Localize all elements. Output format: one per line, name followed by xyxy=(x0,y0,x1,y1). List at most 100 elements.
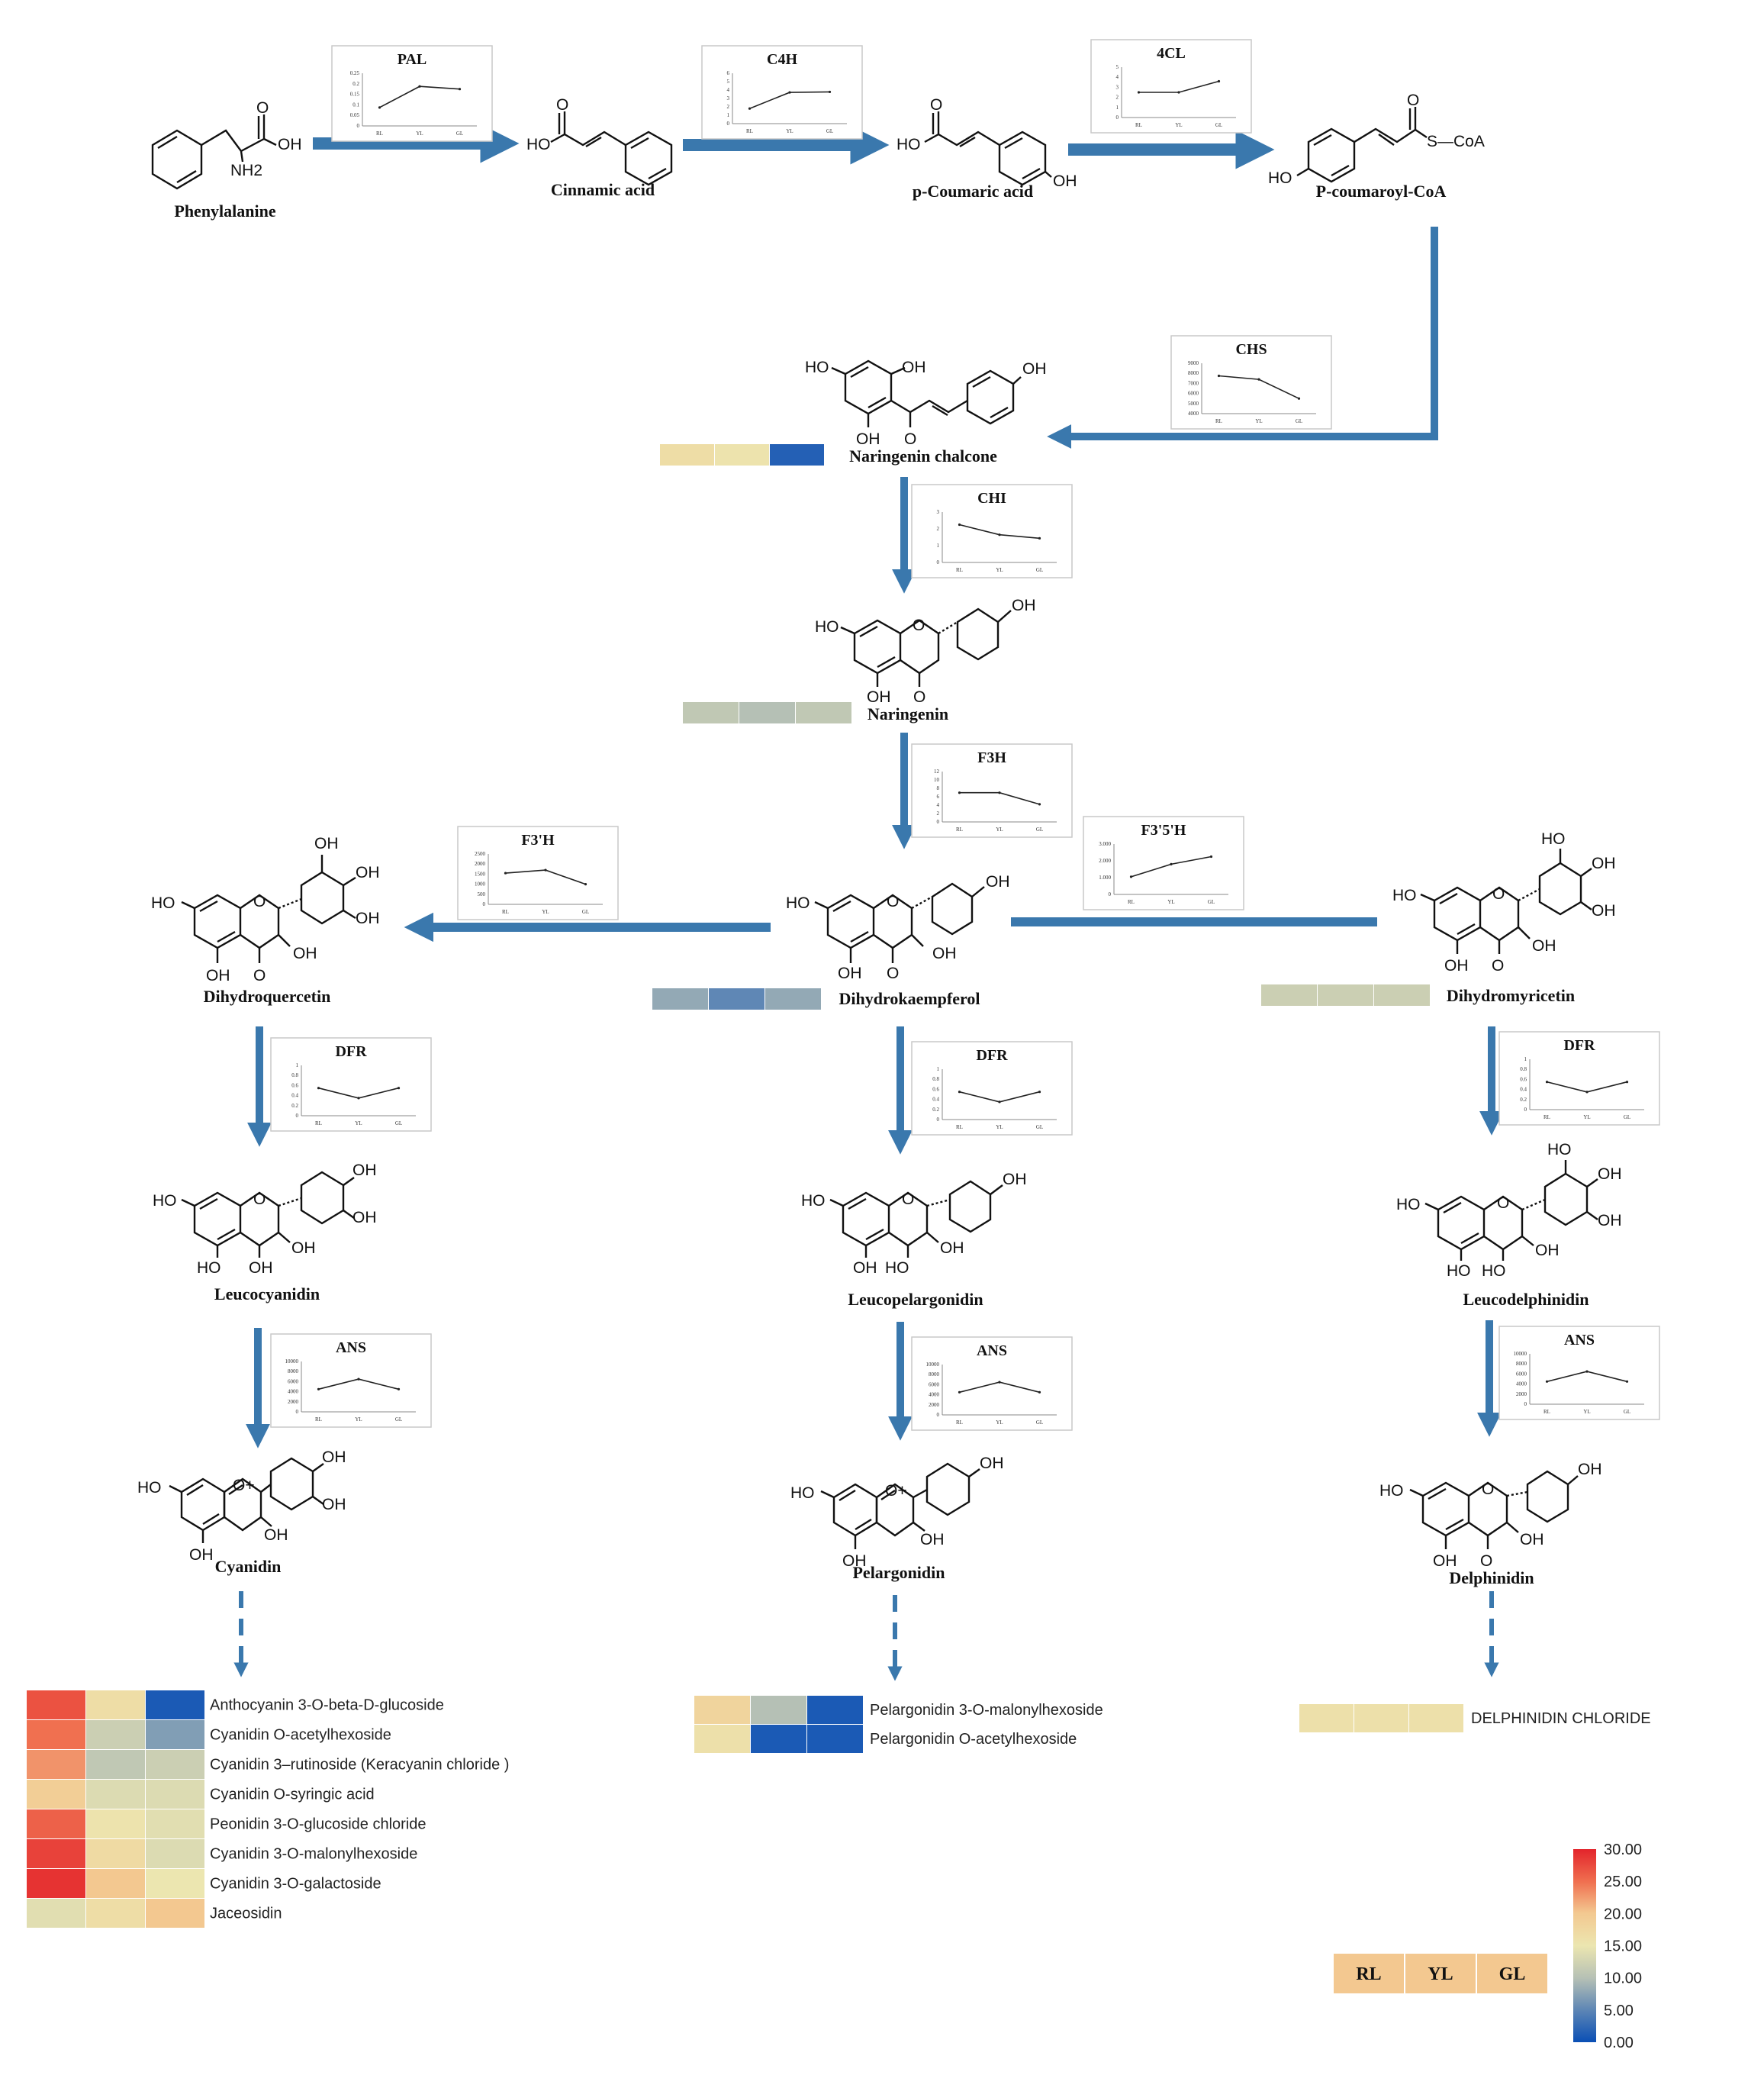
y-tick-label: 2000 xyxy=(475,861,486,867)
y-tick-label: 2000 xyxy=(1516,1391,1527,1397)
atom-oh: OH xyxy=(278,136,302,153)
metabolite-label: Pelargonidin 3-O-malonylhexoside xyxy=(870,1702,1103,1719)
atom-o: O xyxy=(913,688,925,706)
heatmap-row: Cyanidin 3-O-galactoside xyxy=(27,1869,381,1898)
y-tick-label: 500 xyxy=(478,891,486,897)
metabolite-heatmaps: Anthocyanin 3-O-beta-D-glucosideCyanidin… xyxy=(27,1690,1651,1928)
x-tick-label: YL xyxy=(786,128,793,134)
x-tick-label: YL xyxy=(996,567,1003,573)
y-tick-label: 0 xyxy=(727,121,730,127)
atom-ho: HO xyxy=(815,618,839,636)
atom-oh: OH xyxy=(1535,1242,1560,1259)
heat-cell xyxy=(27,1720,85,1749)
sample-legend-label: RL xyxy=(1356,1964,1381,1984)
trend-point xyxy=(317,1087,320,1090)
heat-cell xyxy=(765,988,821,1010)
x-tick-label: GL xyxy=(1208,899,1215,905)
atom-o: O xyxy=(256,99,269,117)
x-tick-label: RL xyxy=(315,1416,322,1423)
heat-cell xyxy=(694,1696,750,1724)
y-tick-label: 1.000 xyxy=(1099,875,1111,881)
x-tick-label: GL xyxy=(1036,826,1043,833)
y-tick-label: 1 xyxy=(296,1062,299,1068)
atom-oh: OH xyxy=(322,1496,346,1513)
heat-cell xyxy=(1374,984,1430,1006)
y-tick-label: 12 xyxy=(934,768,940,775)
label-naringenin-chalcone: Naringenin chalcone xyxy=(849,446,997,466)
enzyme-name: PAL xyxy=(398,51,427,68)
heatmap-row: Anthocyanin 3-O-beta-D-glucoside xyxy=(27,1690,444,1719)
y-tick-label: 8000 xyxy=(1188,370,1199,376)
y-tick-label: 1 xyxy=(1116,105,1119,111)
y-tick-label: 10000 xyxy=(285,1358,299,1365)
trend-point xyxy=(1545,1380,1549,1383)
heat-cell xyxy=(1299,1704,1354,1732)
legend-tick-label: 10.00 xyxy=(1604,1970,1642,1987)
atom-o: O xyxy=(904,430,916,448)
x-tick-label: YL xyxy=(996,1419,1003,1426)
y-tick-label: 0.6 xyxy=(291,1082,298,1088)
legend-tick-label: 15.00 xyxy=(1604,1938,1642,1955)
y-tick-label: 1 xyxy=(937,543,940,549)
y-tick-label: 3 xyxy=(727,95,730,102)
trend-point xyxy=(998,791,1001,794)
atom-oh: OH xyxy=(293,945,317,962)
y-tick-label: 0.25 xyxy=(350,70,360,76)
x-tick-label: GL xyxy=(1624,1114,1630,1120)
y-tick-label: 0 xyxy=(1524,1401,1527,1407)
trend-point xyxy=(357,1097,360,1100)
y-tick-label: 4 xyxy=(1116,74,1119,80)
x-tick-label: RL xyxy=(1544,1409,1550,1415)
heat-cell xyxy=(27,1690,85,1719)
label-naringenin: Naringenin xyxy=(868,704,948,723)
structure-delphinidin: HO O OH OH OH O xyxy=(1379,1461,1602,1570)
trend-point xyxy=(397,1387,401,1390)
metabolite-label: Anthocyanin 3-O-beta-D-glucoside xyxy=(210,1697,444,1714)
atom-oh: OH xyxy=(1598,1212,1622,1229)
x-tick-label: GL xyxy=(1036,1124,1043,1130)
enzyme-name: CHI xyxy=(977,490,1006,507)
trend-point xyxy=(418,85,421,88)
x-tick-label: GL xyxy=(582,909,589,915)
y-tick-label: 1000 xyxy=(475,881,486,888)
x-tick-label: RL xyxy=(956,1124,963,1130)
trend-point xyxy=(1137,91,1141,94)
y-tick-label: 3 xyxy=(937,509,940,515)
x-tick-label: GL xyxy=(1624,1409,1630,1415)
compound-heat-strips xyxy=(652,444,1430,1010)
heat-cell xyxy=(807,1725,863,1753)
heat-cell xyxy=(86,1839,145,1868)
enzyme-name: F3H xyxy=(977,749,1006,766)
trend-point xyxy=(958,1390,961,1394)
atom-oh: OH xyxy=(1012,597,1036,614)
atom-oh: OH xyxy=(1433,1552,1457,1570)
x-tick-label: RL xyxy=(1215,418,1222,424)
atom-ho: HO xyxy=(1268,169,1292,187)
atom-oh: OH xyxy=(1598,1165,1622,1183)
y-tick-label: 0 xyxy=(937,1116,940,1123)
trend-point xyxy=(748,107,752,110)
enzyme-name: DFR xyxy=(335,1043,367,1060)
atom-ho: HO xyxy=(786,894,810,912)
trend-point xyxy=(1209,855,1213,859)
arrow-chs xyxy=(1047,227,1438,450)
atom-oh: OH xyxy=(1532,937,1556,955)
atom-oh: OH xyxy=(1578,1461,1602,1478)
trend-point xyxy=(1038,1091,1041,1094)
enzyme-name: ANS xyxy=(977,1342,1007,1359)
atom-oh: OH xyxy=(842,1552,867,1570)
y-tick-label: 0 xyxy=(937,559,940,566)
y-tick-label: 5 xyxy=(1116,64,1119,70)
y-tick-label: 0.8 xyxy=(291,1072,298,1078)
atom-oh: OH xyxy=(1592,902,1616,920)
heat-cell xyxy=(146,1780,204,1809)
x-tick-label: YL xyxy=(1255,418,1262,424)
trend-point xyxy=(1038,803,1041,806)
trend-point xyxy=(998,1381,1001,1384)
y-tick-label: 0 xyxy=(1109,891,1112,897)
atom-ho: HO xyxy=(151,894,175,912)
sample-legend-cell xyxy=(1477,1954,1547,1993)
